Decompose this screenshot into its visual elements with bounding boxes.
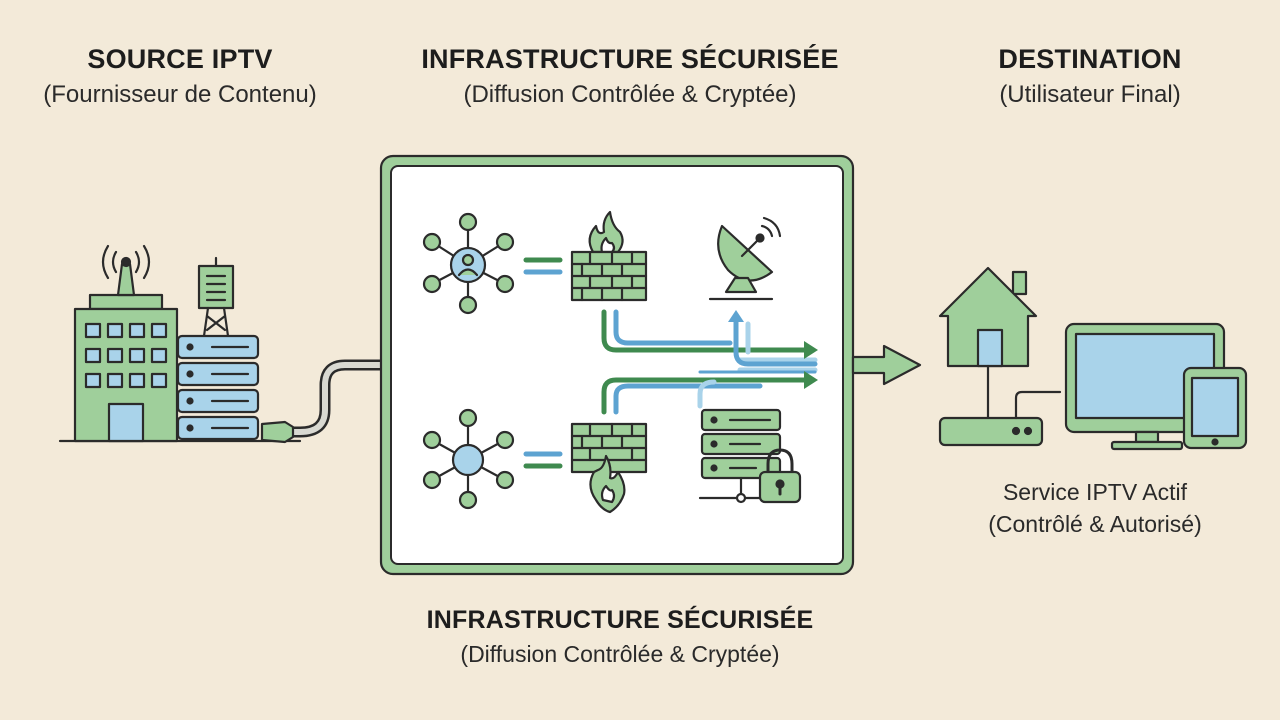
service-status-line: Service IPTV Actif — [1002, 479, 1188, 505]
destination-subtitle: (Utilisateur Final) — [999, 81, 1181, 108]
building-icon — [73, 307, 179, 443]
transmission-tower-icon — [197, 256, 235, 338]
infrastructure-heading: INFRASTRUCTURE SÉCURISÉE (Diffusion Cont… — [380, 44, 880, 109]
satellite-dish-icon — [708, 216, 782, 301]
infrastructure-caption: INFRASTRUCTURE SÉCURISÉE (Diffusion Cont… — [380, 606, 860, 668]
tablet-icon — [1182, 366, 1248, 450]
arrow-right-icon — [851, 344, 922, 386]
router-icon — [938, 364, 1062, 447]
network-hub-icon — [422, 408, 515, 510]
source-subtitle: (Fournisseur de Contenu) — [43, 81, 317, 108]
secure-server-icon — [698, 408, 782, 504]
antenna-icon — [88, 244, 164, 311]
service-caption: Service IPTV Actif (Contrôlé & Autorisé) — [940, 476, 1250, 540]
house-icon — [938, 266, 1038, 368]
infrastructure-caption-subtitle: (Diffusion Contrôlée & Cryptée) — [460, 641, 780, 667]
service-authorization-line: (Contrôlé & Autorisé) — [988, 511, 1202, 537]
flow-arrowheads — [728, 310, 818, 389]
network-hub-icon — [422, 212, 515, 315]
server-rack-icon — [176, 334, 260, 441]
firewall-icon — [570, 422, 648, 514]
link-connector — [523, 257, 563, 469]
destination-title: DESTINATION — [998, 44, 1182, 74]
infrastructure-title: INFRASTRUCTURE SÉCURISÉE — [421, 44, 839, 74]
infrastructure-caption-title: INFRASTRUCTURE SÉCURISÉE — [426, 606, 814, 634]
infrastructure-subtitle: (Diffusion Contrôlée & Cryptée) — [463, 81, 797, 108]
firewall-icon — [570, 210, 648, 302]
source-heading: SOURCE IPTV (Fournisseur de Contenu) — [0, 44, 360, 109]
cable-icon — [260, 359, 386, 444]
destination-heading: DESTINATION (Utilisateur Final) — [930, 44, 1250, 109]
data-flow-lines — [601, 309, 818, 415]
lock-icon — [758, 448, 802, 504]
source-title: SOURCE IPTV — [87, 44, 273, 74]
